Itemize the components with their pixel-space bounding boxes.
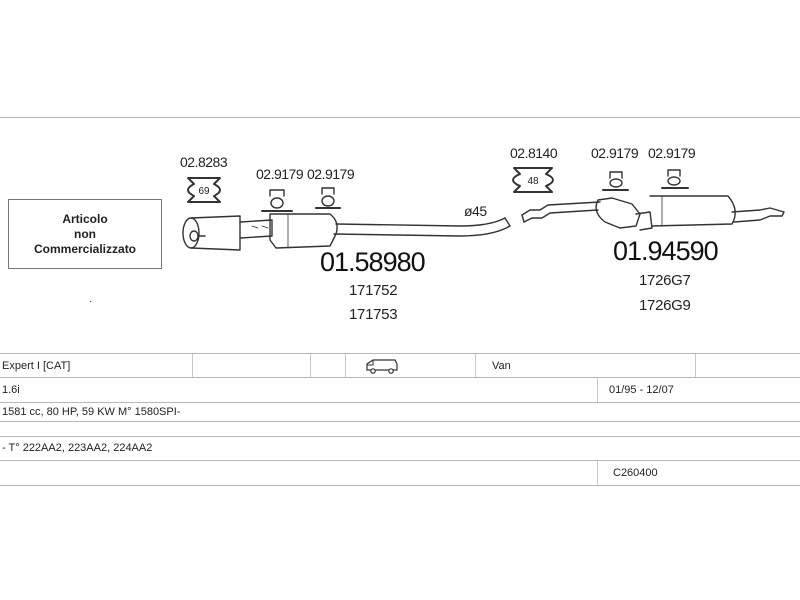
clamp-icon [187, 177, 221, 203]
table-row: Expert I [CAT] Van [0, 354, 800, 377]
table-row: C260400 [0, 461, 800, 485]
type-codes-cell: - T° 222AA2, 223AA2, 224AA2 [2, 442, 153, 454]
oem-number: 171753 [349, 306, 398, 323]
engine-cell: 1.6i [2, 384, 20, 396]
top-border [0, 117, 800, 118]
table-divider [0, 436, 800, 437]
hanger-icon [261, 189, 293, 212]
clamp-badge-left: 69 [198, 186, 210, 197]
clamp-icon [512, 167, 554, 193]
table-row: 1581 cc, 80 HP, 59 KW M° 1580SPI- [0, 403, 800, 421]
hanger-icon [602, 171, 629, 191]
period-cell: 01/95 - 12/07 [609, 384, 674, 396]
van-icon [362, 354, 400, 377]
notice-line-2: non [74, 226, 96, 241]
hanger-part-ref[interactable]: 02.9179 [307, 166, 355, 182]
table-row: - T° 222AA2, 223AA2, 224AA2 [0, 437, 800, 459]
oem-number: 171752 [349, 282, 398, 299]
main-part-number[interactable]: 01.94590 [613, 236, 719, 266]
pipe-diameter-label: ø45 [464, 203, 487, 219]
table-divider [0, 421, 800, 422]
table-divider [0, 460, 800, 461]
specs-cell: 1581 cc, 80 HP, 59 KW M° 1580SPI- [2, 406, 181, 418]
hanger-part-ref[interactable]: 02.9179 [256, 166, 304, 182]
code-cell: C260400 [613, 467, 658, 479]
clamp-part-ref[interactable]: 02.8140 [510, 145, 558, 161]
table-divider [0, 402, 800, 403]
table-divider [0, 377, 800, 378]
hanger-part-ref[interactable]: 02.9179 [591, 145, 639, 161]
front-muffler [182, 213, 511, 251]
notice-line-3: Commercializzato [33, 241, 137, 256]
table-border [0, 353, 800, 354]
oem-number: 1726G9 [639, 297, 691, 314]
hanger-part-ref[interactable]: 02.9179 [648, 145, 696, 161]
oem-number: 1726G7 [639, 272, 691, 289]
table-row: 1.6i 01/95 - 12/07 [0, 378, 800, 402]
not-marketed-notice: Articolo non Commercializzato [8, 199, 162, 269]
hanger-icon [661, 169, 689, 189]
table-bottom-border [0, 485, 800, 486]
exhaust-diagram: 69 48 [182, 167, 785, 251]
body-type-cell: Van [492, 359, 511, 372]
clamp-badge-right: 48 [527, 176, 539, 187]
clamp-part-ref[interactable]: 02.8283 [180, 154, 228, 170]
notice-line-1: Articolo [62, 211, 108, 226]
rear-muffler [521, 195, 785, 231]
stray-dot: · [89, 296, 93, 307]
hanger-icon [315, 187, 341, 209]
main-part-number[interactable]: 01.58980 [320, 247, 426, 277]
model-cell: Expert I [CAT] [2, 359, 71, 372]
